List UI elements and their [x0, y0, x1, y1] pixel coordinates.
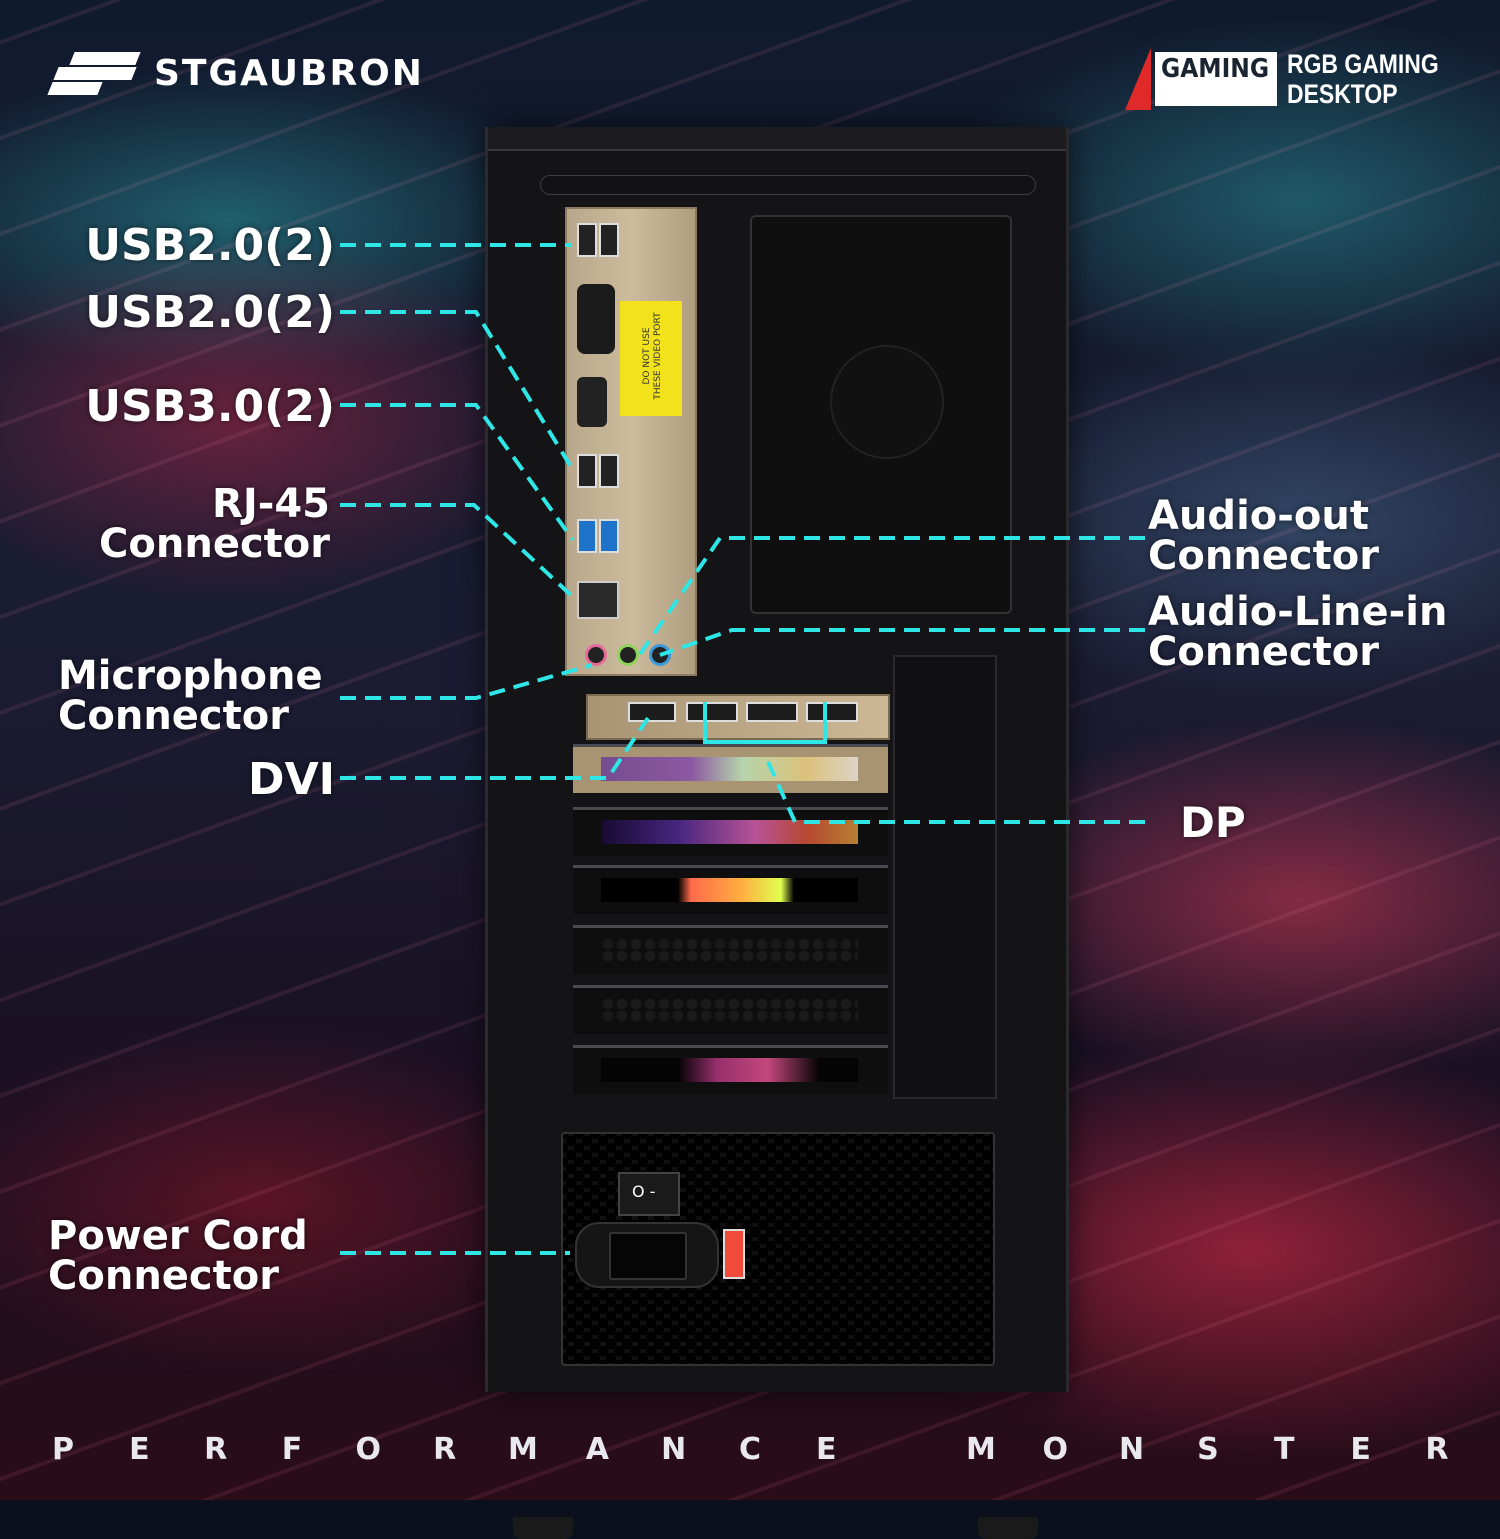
callout-rj45: RJ-45 Connector: [99, 481, 330, 567]
dp-port: [806, 702, 858, 722]
badge-title: RGB GAMING DESKTOP: [1287, 49, 1439, 109]
fan-hub: [832, 347, 942, 457]
gaming-badge: GAMING RGB GAMING DESKTOP: [1125, 48, 1466, 110]
callout-audio-line-in: Audio-Line-in Connector: [1148, 589, 1448, 675]
video-port-cover: [577, 377, 607, 427]
gpu-vent-bracket: [573, 744, 888, 793]
expansion-slot: [573, 925, 888, 974]
usb20-port: [577, 223, 597, 257]
hdmi-port: [628, 702, 676, 722]
power-switch[interactable]: O -: [618, 1172, 680, 1216]
side-bracket: [893, 655, 997, 1099]
power-supply: O -: [561, 1132, 995, 1366]
case-foot: [513, 1517, 573, 1539]
usb30-port: [577, 519, 597, 553]
expansion-slot: [573, 807, 888, 856]
dp-port: [746, 702, 798, 722]
leader-lines: [340, 243, 1145, 1255]
callout-audio-out: Audio-out Connector: [1148, 493, 1379, 579]
brand-logo: STGAUBRON: [47, 50, 424, 96]
case-rail: [540, 175, 1036, 195]
callout-usb30: USB3.0(2): [85, 381, 335, 432]
callout-usb20-top: USB2.0(2): [85, 220, 335, 271]
gaming-logo-icon: GAMING: [1125, 48, 1277, 110]
case-foot: [978, 1517, 1038, 1539]
microphone-jack: [585, 644, 607, 666]
tagline-performance-monster: P E R F O R M A N C E M O N S T E R: [52, 1432, 1449, 1467]
rgb-fan: [750, 215, 1012, 614]
callout-dp: DP: [1180, 798, 1246, 847]
rj45-port: [577, 581, 619, 619]
case-top-edge: [488, 127, 1066, 151]
callout-dvi: DVI: [248, 754, 335, 805]
power-cord-socket: [575, 1222, 719, 1288]
usb20-port: [599, 454, 619, 488]
expansion-slot: [573, 1045, 888, 1094]
vga-port-cover: [577, 284, 615, 354]
expansion-slot: [573, 985, 888, 1034]
dp-port: [686, 702, 738, 722]
usb20-port: [599, 223, 619, 257]
audio-out-jack: [617, 644, 639, 666]
expansion-slot: [573, 865, 888, 914]
callout-usb20-second: USB2.0(2): [85, 287, 335, 338]
gpu-bracket: [586, 694, 890, 740]
usb20-port: [577, 454, 597, 488]
usb30-port: [599, 519, 619, 553]
brand-name: STGAUBRON: [154, 52, 424, 94]
callout-power-cord: Power Cord Connector: [48, 1213, 308, 1299]
voltage-selector[interactable]: [723, 1229, 745, 1279]
callout-microphone: Microphone Connector: [58, 653, 323, 739]
